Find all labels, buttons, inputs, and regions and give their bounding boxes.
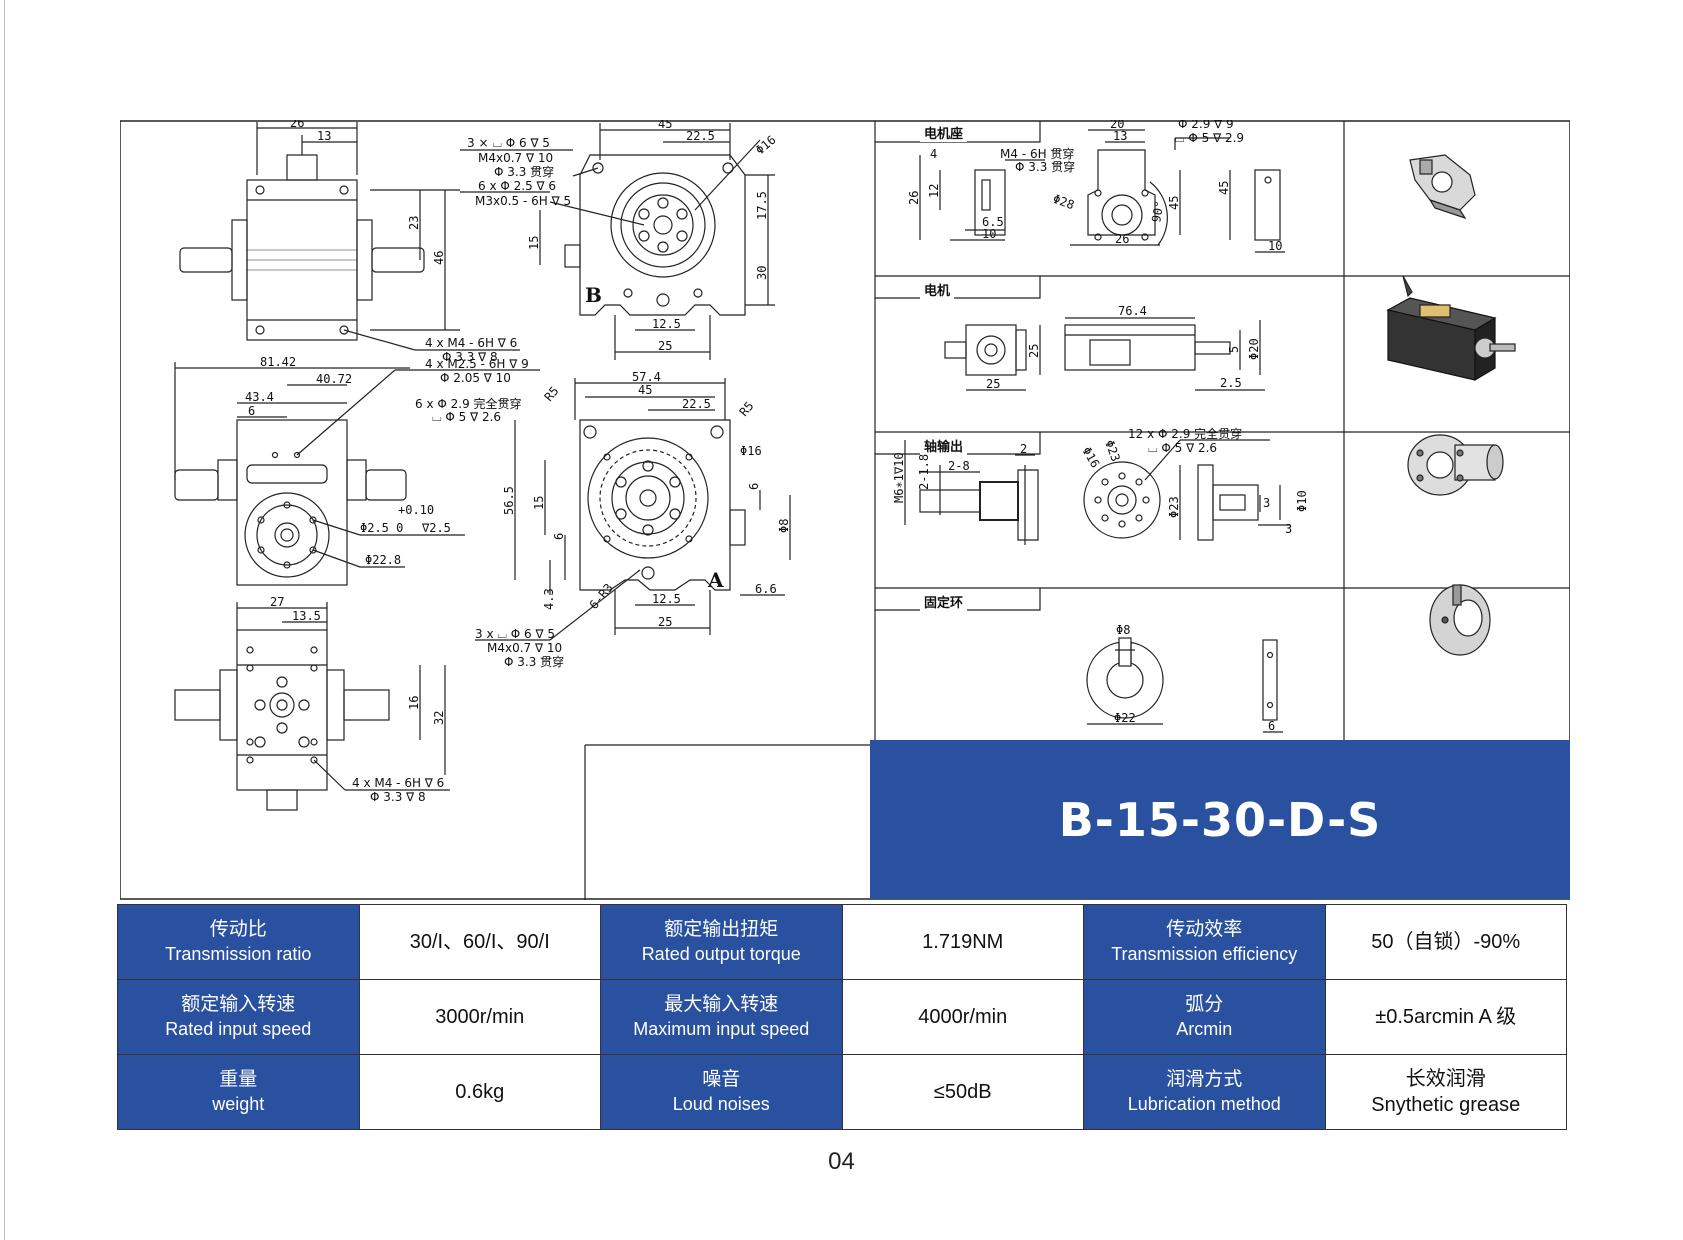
side-view <box>174 362 540 586</box>
spec-label-cn: 额定输出扭矩 <box>664 919 779 940</box>
spec-value: 长效润滑 Snythetic grease <box>1324 1054 1567 1130</box>
bottom-flange-view <box>475 378 791 641</box>
spec-label-cn: 传动效率 <box>1166 919 1243 940</box>
spec-label-cn: 最大输入转速 <box>664 994 779 1015</box>
spec-value: 4000r/min <box>841 979 1084 1055</box>
spec-header: 弧分 Arcmin <box>1083 979 1326 1055</box>
spec-label-cn: 润滑方式 <box>1166 1069 1243 1090</box>
product-render-shaft <box>1407 434 1504 496</box>
table-row: 额定输入转速 Rated input speed 3000r/min 最大输入转速… <box>117 979 1567 1055</box>
section-label-fixing-ring: 固定环 <box>920 592 968 611</box>
spec-label-en: Maximum input speed <box>633 1019 810 1039</box>
product-render-motor <box>1386 275 1516 382</box>
top-flange-view <box>460 123 775 360</box>
rear-view <box>174 602 450 811</box>
spec-label-cn: 噪音 <box>702 1069 741 1090</box>
table-row: 传动比 Transmission ratio 30/I、60/I、90/I 额定输… <box>117 904 1567 980</box>
spec-header: 传动效率 Transmission efficiency <box>1083 904 1326 980</box>
spec-header: 传动比 Transmission ratio <box>117 904 360 980</box>
product-render-ring <box>1429 584 1491 656</box>
spec-value: 1.719NM <box>841 904 1084 980</box>
spec-label-en: Rated output torque <box>641 944 801 964</box>
spec-label-en: Arcmin <box>1176 1019 1233 1039</box>
product-render-motor-seat <box>1409 154 1476 220</box>
spec-label-en: Rated input speed <box>165 1019 312 1039</box>
spec-header: 额定输入转速 Rated input speed <box>117 979 360 1055</box>
spec-value: 3000r/min <box>358 979 601 1055</box>
spec-table: 传动比 Transmission ratio 30/I、60/I、90/I 额定输… <box>117 904 1567 1130</box>
spec-label-en: weight <box>212 1094 265 1114</box>
spec-label-en: Lubrication method <box>1127 1094 1281 1114</box>
motor-seat-view <box>919 129 1285 253</box>
spec-label-cn: 弧分 <box>1185 994 1224 1015</box>
fixing-ring-view <box>1086 637 1283 733</box>
model-title-banner: B-15-30-D-S <box>870 740 1570 899</box>
spec-label-en: Loud noises <box>672 1094 770 1114</box>
spec-value-en: Snythetic grease <box>1371 1094 1521 1116</box>
page-edge <box>4 0 5 1240</box>
motor-view <box>944 317 1265 391</box>
spec-value: 30/I、60/I、90/I <box>358 904 601 980</box>
section-label-motor: 电机 <box>920 280 955 299</box>
spec-header: 额定输出扭矩 Rated output torque <box>600 904 843 980</box>
spec-value: 50（自锁）-90% <box>1324 904 1567 980</box>
spec-label-cn: 传动比 <box>209 919 267 940</box>
model-title: B-15-30-D-S <box>1058 792 1382 847</box>
front-view <box>179 122 520 351</box>
shaft-output-view <box>904 439 1290 545</box>
spec-value: 0.6kg <box>358 1054 601 1130</box>
spec-label-cn: 重量 <box>219 1069 258 1090</box>
spec-label-cn: 额定输入转速 <box>181 994 296 1015</box>
spec-header: 最大输入转速 Maximum input speed <box>600 979 843 1055</box>
spec-header: 噪音 Loud noises <box>600 1054 843 1130</box>
spec-header: 重量 weight <box>117 1054 360 1130</box>
section-label-shaft-output: 轴输出 <box>920 436 968 455</box>
page-number: 04 <box>828 1148 855 1175</box>
spec-value: ±0.5arcmin A 级 <box>1324 979 1567 1055</box>
spec-label-en: Transmission efficiency <box>1111 944 1298 964</box>
table-row: 重量 weight 0.6kg 噪音 Loud noises ≤50dB 润滑方式 L… <box>117 1054 1567 1130</box>
spec-value: ≤50dB <box>841 1054 1084 1130</box>
spec-value-cn: 长效润滑 <box>1405 1068 1486 1090</box>
section-label-motor-seat: 电机座 <box>920 123 968 142</box>
spec-label-en: Transmission ratio <box>165 944 312 964</box>
spec-header: 润滑方式 Lubrication method <box>1083 1054 1326 1130</box>
